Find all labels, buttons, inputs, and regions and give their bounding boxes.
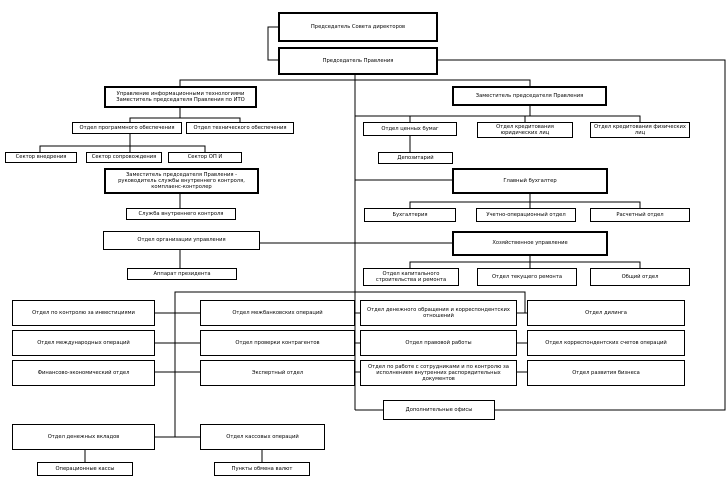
board-chair-mgmt-box: Председатель Правления: [278, 47, 438, 75]
operating-cash-desks-box: Операционные кассы: [37, 462, 133, 476]
internal-control-service-box: Служба внутреннего контроля: [126, 208, 236, 220]
software-dept-box: Отдел программного обеспечения: [72, 122, 182, 134]
support-sector-box: Сектор сопровождения: [86, 152, 162, 163]
investment-control-dept-box: Отдел по контролю за инвестициями: [12, 300, 155, 326]
current-repair-dept-box: Отдел текущего ремонта: [477, 268, 577, 286]
it-head-box: Управление информационными технологиями …: [104, 86, 257, 108]
president-office-box: Аппарат президента: [127, 268, 237, 280]
additional-offices-box: Дополнительные офисы: [383, 400, 495, 420]
staff-dept-box: Отдел по работе с сотрудниками и по конт…: [360, 360, 517, 386]
opi-sector-box: Сектор ОП И: [168, 152, 242, 163]
currency-exchange-box: Пункты обмена валют: [214, 462, 310, 476]
counterparty-check-dept-box: Отдел проверки контрагентов: [200, 330, 355, 356]
deputy-chair-box: Заместитель председателя Правления: [452, 86, 607, 106]
securities-dept-box: Отдел ценных бумаг: [363, 122, 457, 136]
dealing-dept-box: Отдел дилинга: [527, 300, 685, 326]
money-circulation-dept-box: Отдел денежного обращения и корреспонден…: [360, 300, 517, 326]
cash-ops-dept-box: Отдел кассовых операций: [200, 424, 325, 450]
international-ops-dept-box: Отдел международных операций: [12, 330, 155, 356]
accounting-box: Бухгалтерия: [364, 208, 456, 222]
interbank-ops-dept-box: Отдел межбанковских операций: [200, 300, 355, 326]
general-dept-box: Общий отдел: [590, 268, 690, 286]
corr-accounts-dept-box: Отдел корреспондентских счетов операций: [527, 330, 685, 356]
internal-control-head-box: Заместитель председателя Правления - рук…: [104, 168, 259, 194]
management-org-dept-box: Отдел организации управления: [103, 231, 260, 250]
settlement-dept-box: Расчетный отдел: [590, 208, 690, 222]
cash-vaults-dept-box: Отдел денежных вкладов: [12, 424, 155, 450]
capital-construction-dept-box: Отдел капитального строительства и ремон…: [363, 268, 459, 286]
tech-support-dept-box: Отдел технического обеспечения: [186, 122, 294, 134]
retail-credit-dept-box: Отдел кредитования физических лиц: [590, 122, 690, 138]
business-admin-box: Хозяйственное управление: [452, 231, 608, 256]
legal-dept-box: Отдел правовой работы: [360, 330, 517, 356]
board-chair-box: Председатель Совета директоров: [278, 12, 438, 42]
chief-accountant-box: Главный бухгалтер: [452, 168, 608, 194]
implementation-sector-box: Сектор внедрения: [5, 152, 77, 163]
expert-dept-box: Экспертный отдел: [200, 360, 355, 386]
corp-credit-dept-box: Отдел кредитования юридических лиц: [477, 122, 573, 138]
financial-economic-dept-box: Финансово-экономический отдел: [12, 360, 155, 386]
operations-dept-box: Учетно-операционный отдел: [476, 208, 576, 222]
business-dev-dept-box: Отдел развития бизнеса: [527, 360, 685, 386]
depository-box: Депозитарий: [378, 152, 453, 164]
